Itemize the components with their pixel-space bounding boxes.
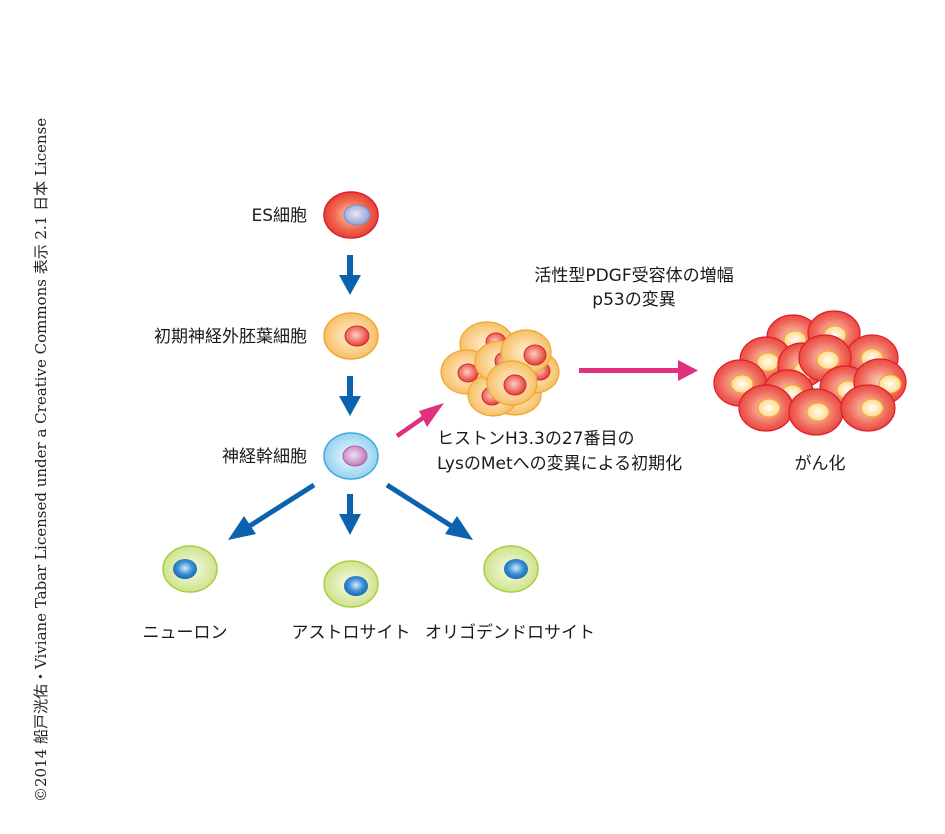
- early-nucleus: [344, 325, 370, 347]
- label-es-cell: ES細胞: [251, 206, 307, 226]
- neuron-cell: [162, 545, 218, 593]
- label-early-neuroectoderm: 初期神経外胚葉細胞: [154, 327, 307, 347]
- es-nucleus: [343, 204, 371, 226]
- arrow-early-to-nsc: [339, 376, 361, 416]
- cluster-cell: [486, 360, 538, 406]
- reprogramming-text-line1: ヒストンH3.3の27番目の: [437, 429, 634, 449]
- progression-text-line2: p53の変異: [592, 290, 675, 310]
- cancer-cell-cluster: [713, 310, 907, 436]
- reprogrammed-cell-cluster: [440, 321, 560, 417]
- early-neuroectoderm-cell: [323, 312, 379, 360]
- astrocyte-cell: [323, 560, 379, 608]
- cancer-cell: [738, 384, 794, 432]
- label-cancer: がん化: [795, 454, 846, 474]
- arrow-nsc-to-oligodendrocyte: [385, 482, 473, 540]
- credit-text: ©2014 船戸洸佑・Viviane Tabar Licensed under …: [32, 118, 50, 802]
- label-neuron: ニューロン: [143, 623, 228, 643]
- arrow-es-to-early: [339, 255, 361, 295]
- reprogramming-text-line2: LysのMetへの変異による初期化: [437, 454, 682, 474]
- neural-stem-cell: [323, 432, 379, 480]
- arrow-nsc-to-neuron: [228, 482, 316, 540]
- label-astrocyte: アストロサイト: [292, 623, 411, 643]
- progression-text-line1: 活性型PDGF受容体の増幅: [534, 266, 733, 286]
- arrow-reprogramming: [395, 403, 444, 438]
- oligodendrocyte-nucleus: [504, 559, 528, 579]
- cancer-cell: [840, 384, 896, 432]
- oligodendrocyte-cell: [483, 545, 539, 593]
- arrow-nsc-to-astrocyte: [339, 494, 361, 535]
- astrocyte-nucleus: [344, 576, 368, 596]
- label-oligodendrocyte: オリゴデンドロサイト: [425, 622, 595, 643]
- label-neural-stem-cell: 神経幹細胞: [222, 446, 307, 467]
- cancer-cell: [788, 388, 844, 436]
- nsc-nucleus: [342, 445, 368, 467]
- neuron-nucleus: [173, 559, 197, 579]
- es-cell: [323, 191, 379, 239]
- arrow-to-cancer: [579, 360, 698, 381]
